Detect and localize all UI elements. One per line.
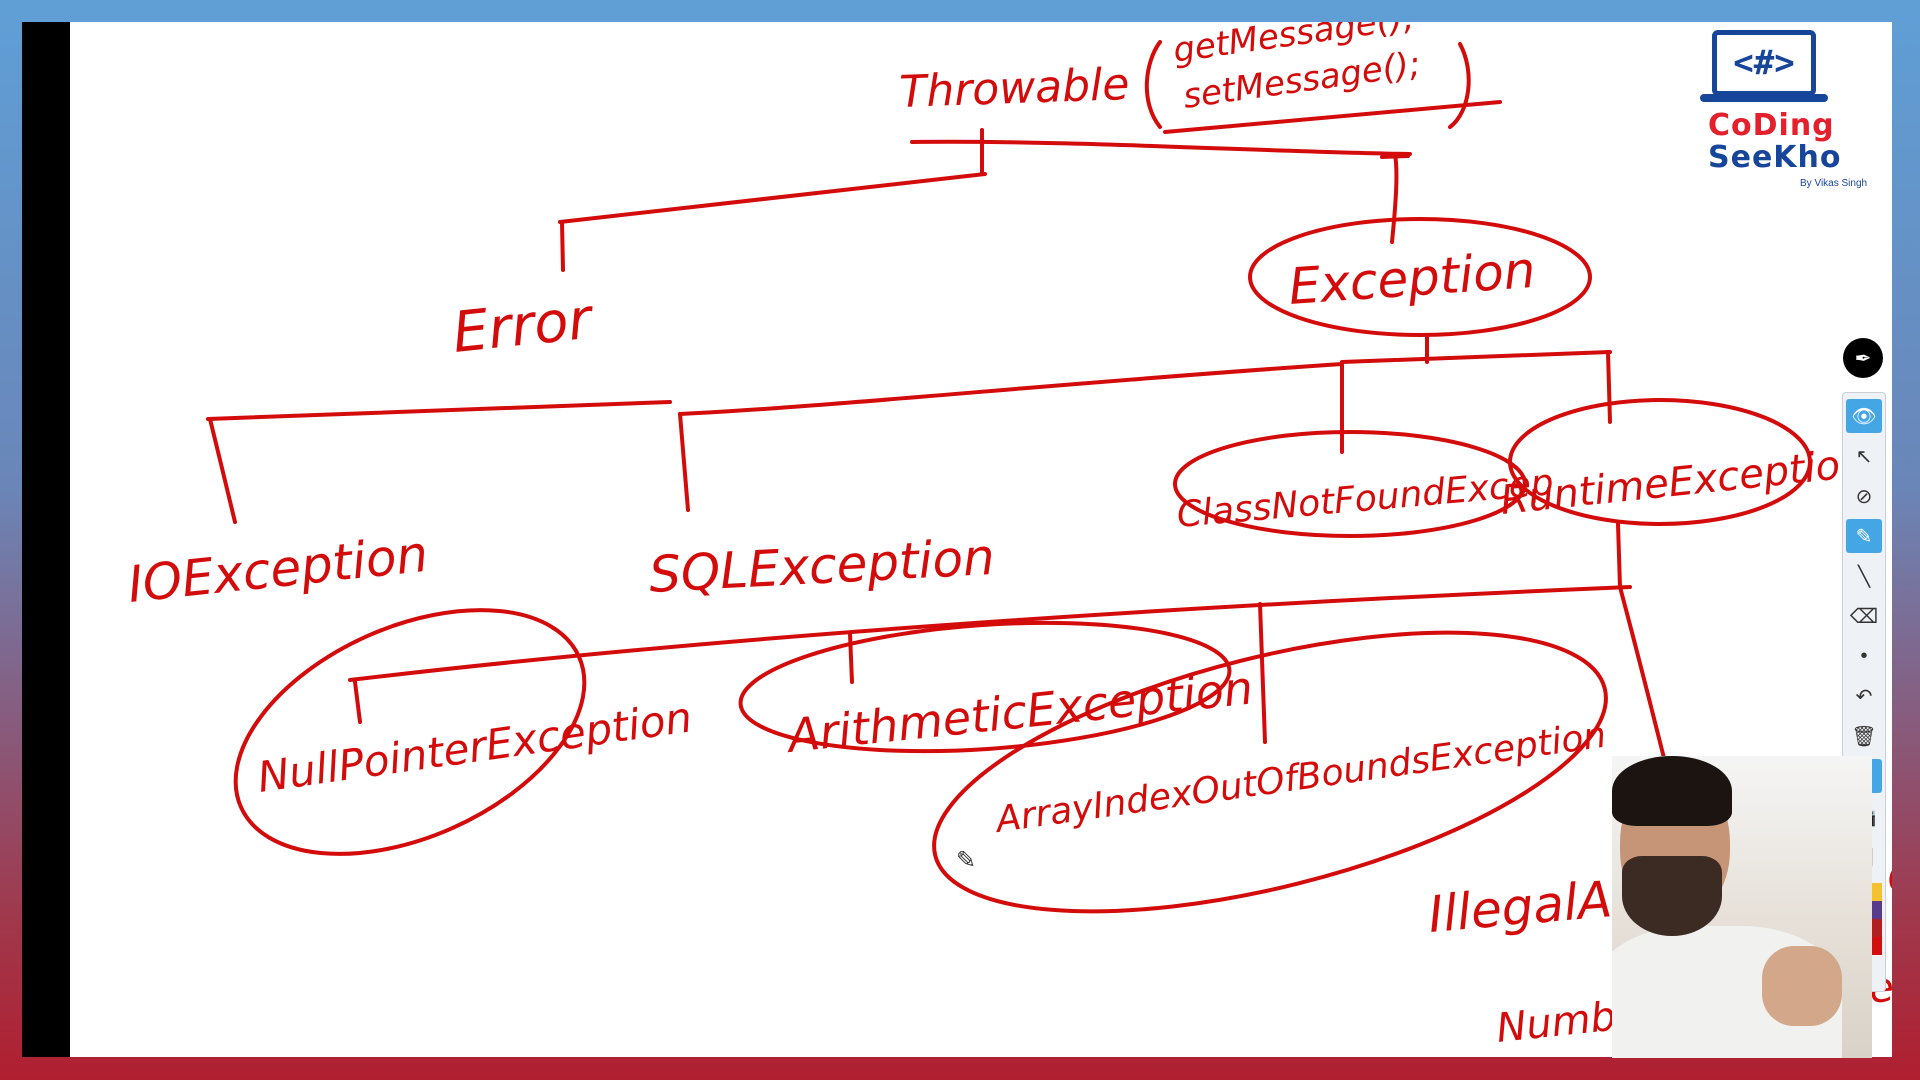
logo-monitor-stand [1700,94,1828,102]
runtime-label: RuntimeException [1498,440,1867,524]
line-to-error [558,172,987,224]
line-to-exception-cap [1380,154,1410,159]
presenter-hand [1762,946,1842,1026]
line-array-drop [1258,602,1267,744]
select-arrow-icon[interactable]: ↖ [1855,445,1873,468]
highlighter-icon[interactable]: ✎ [1846,519,1882,553]
presenter-beard [1622,856,1722,936]
left-black-strip [22,22,70,1057]
line-io-sql-bar [206,400,672,421]
codingseekho-logo: <#> CoDing SeeKho By Vikas Singh [1644,26,1884,206]
dot-size-icon[interactable]: • [1860,644,1868,667]
line-to-runtime [1606,350,1612,424]
exception-oval [1248,217,1592,337]
line-error-drop [560,220,565,272]
arrayindex-oval [932,630,1608,914]
webcam-overlay [1612,756,1872,1058]
line-sql-drop [678,412,690,512]
pen-off-icon[interactable]: ⊘ [1855,485,1873,508]
line-runtime-down [1616,522,1622,589]
pen-nib-icon[interactable]: ✒ [1843,338,1883,378]
trash-icon[interactable]: 🗑 [1851,725,1877,748]
nullpointer-oval [233,608,587,856]
eye-icon[interactable]: 👁 [1846,399,1882,433]
logo-text-coding: CoDing [1708,108,1835,143]
logo-monitor-icon: <#> [1712,30,1816,96]
exception-label: Exception [1287,241,1537,316]
line-to-illegalarg [1618,585,1672,784]
logo-text-seekho: SeeKho [1708,140,1842,175]
line-runtime-branch [348,585,1632,682]
line-pen-icon[interactable]: ╲ [1857,565,1871,588]
line-exception-left [678,362,1344,416]
presenter-hair [1612,756,1732,826]
nullpointer-label: NullPointerException [255,692,695,801]
classnotfound-label: ClassNotFoundExcep [1175,462,1555,536]
error-label: Error [450,286,598,365]
line-np-drop [353,680,362,724]
runtime-oval [1508,398,1812,526]
logo-byline: By Vikas Singh [1800,178,1868,189]
throwable-label: Throwable [899,59,1131,118]
undo-icon[interactable]: ↶ [1855,685,1873,708]
line-io-drop [208,417,237,524]
arrayindex-label: ArrayIndexOutOfBoundsException [992,715,1609,842]
io-exception-label: IOException [125,525,430,614]
line-throwable-branch [910,139,1412,156]
throwable-bracket [1144,40,1502,134]
eraser-icon[interactable]: ⌫ [1849,605,1879,628]
line-to-exception-drop [1390,152,1399,244]
pencil-cursor-icon: ✎ [956,847,977,874]
line-exception-branch [1340,350,1612,364]
line-arith-drop [848,632,854,684]
classnotfound-oval [1173,430,1527,538]
sql-exception-label: SQLException [648,528,996,604]
arithmetic-oval [738,620,1232,754]
